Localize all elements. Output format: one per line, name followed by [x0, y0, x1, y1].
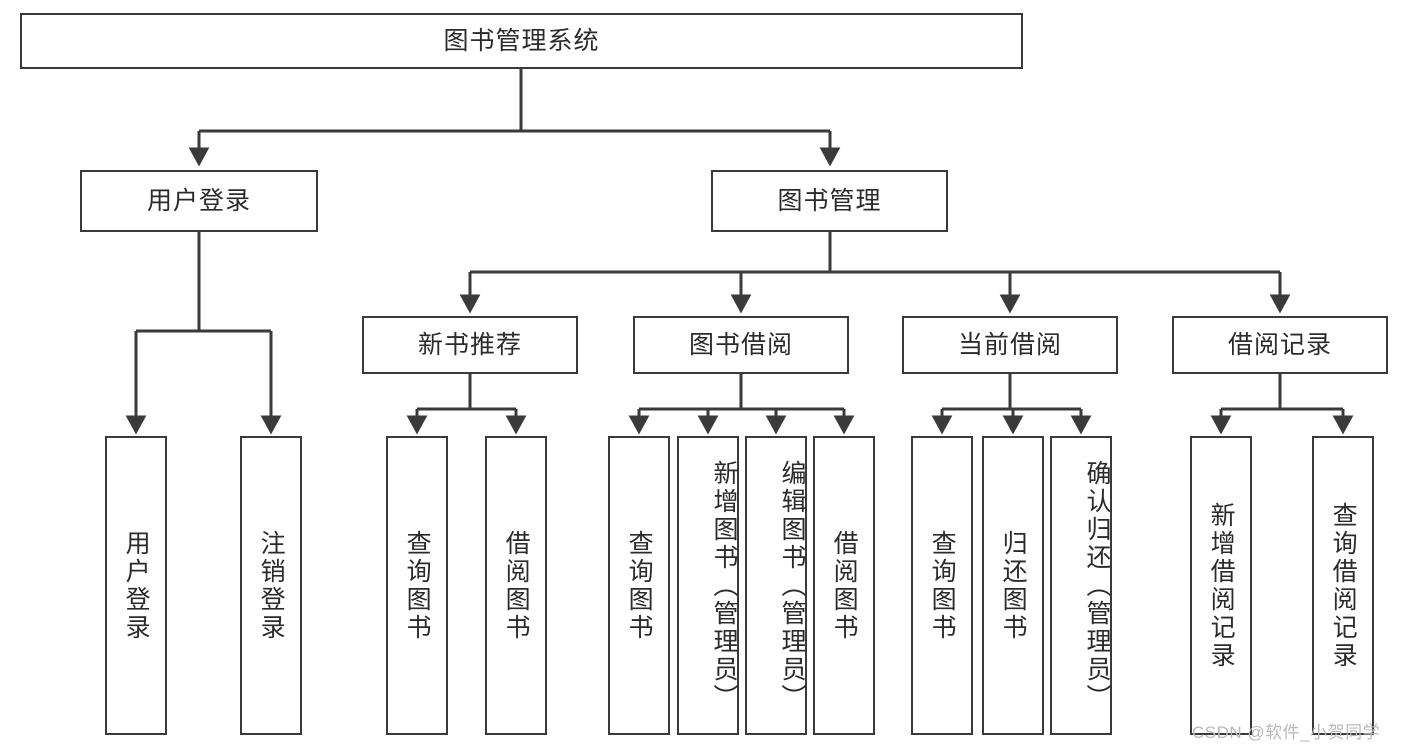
- leaf-label: 查询借阅记录: [1329, 501, 1358, 670]
- leaf-label: 确认归还（管理员）: [1083, 459, 1111, 712]
- leaf-label: 新增图书（管理员）: [710, 459, 738, 712]
- leaf-label: 编辑图书（管理员）: [778, 459, 806, 712]
- node-leaf-query-record[interactable]: 查询借阅记录: [1312, 436, 1374, 735]
- node-leaf-query-book-2[interactable]: 查询图书: [608, 436, 670, 735]
- node-borrow-record[interactable]: 借阅记录: [1172, 316, 1388, 374]
- node-user-login[interactable]: 用户登录: [80, 170, 318, 232]
- leaf-label: 借阅图书: [830, 529, 859, 642]
- csdn-watermark: CSDN @软件_小贺同学: [1192, 723, 1381, 742]
- node-book-management[interactable]: 图书管理: [711, 170, 948, 232]
- leaf-label: 用户登录: [122, 529, 151, 642]
- node-leaf-query-book-3[interactable]: 查询图书: [911, 436, 973, 735]
- leaf-label: 注销登录: [257, 529, 286, 642]
- leaf-label: 查询图书: [625, 529, 654, 642]
- node-leaf-user-login[interactable]: 用户登录: [105, 436, 167, 735]
- node-book-borrow[interactable]: 图书借阅: [633, 316, 849, 374]
- node-leaf-user-logout[interactable]: 注销登录: [240, 436, 302, 735]
- node-leaf-borrow-book-2[interactable]: 借阅图书: [813, 436, 875, 735]
- node-new-book-recommend[interactable]: 新书推荐: [362, 316, 578, 374]
- leaf-label: 归还图书: [999, 529, 1028, 642]
- node-leaf-add-record[interactable]: 新增借阅记录: [1190, 436, 1252, 735]
- node-leaf-confirm-return[interactable]: 确认归还（管理员）: [1050, 436, 1112, 735]
- leaf-label: 查询图书: [928, 529, 957, 642]
- node-leaf-return-book[interactable]: 归还图书: [982, 436, 1044, 735]
- node-leaf-add-book[interactable]: 新增图书（管理员）: [677, 436, 739, 735]
- leaf-label: 新增借阅记录: [1207, 501, 1236, 670]
- node-leaf-edit-book[interactable]: 编辑图书（管理员）: [745, 436, 807, 735]
- node-leaf-borrow-book-1[interactable]: 借阅图书: [485, 436, 547, 735]
- node-current-borrow[interactable]: 当前借阅: [902, 316, 1118, 374]
- leaf-label: 查询图书: [403, 529, 432, 642]
- node-root-system[interactable]: 图书管理系统: [20, 13, 1023, 69]
- node-leaf-query-book-1[interactable]: 查询图书: [386, 436, 448, 735]
- leaf-label: 借阅图书: [502, 529, 531, 642]
